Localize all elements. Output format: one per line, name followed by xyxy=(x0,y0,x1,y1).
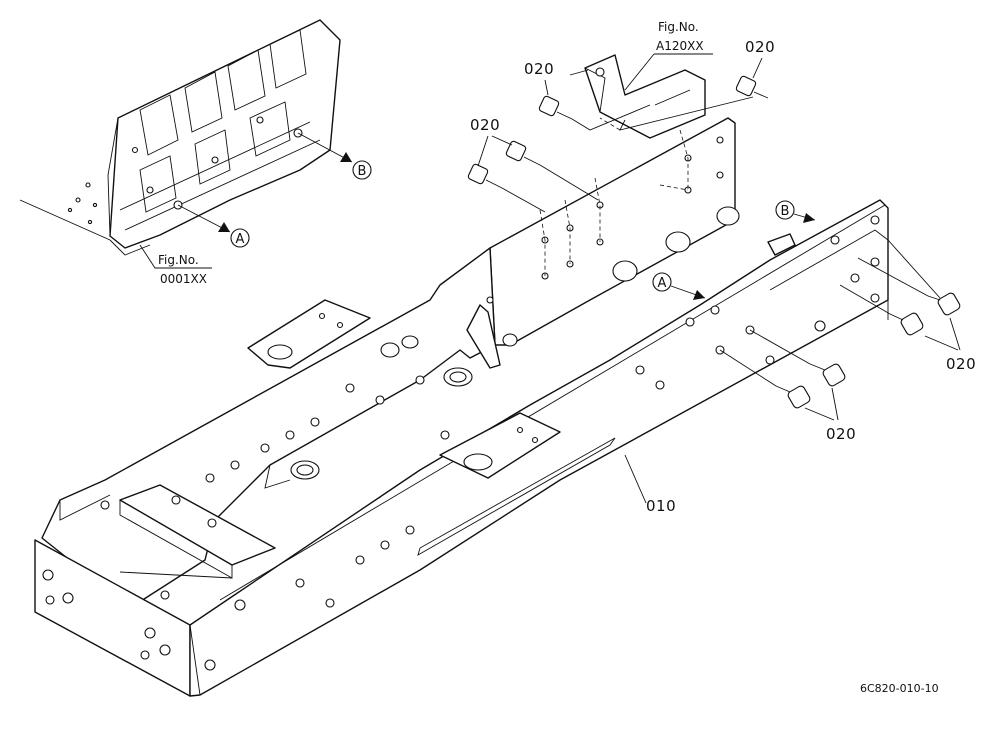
bolt-left-upper-icon xyxy=(505,140,599,201)
bolt-top-right-icon xyxy=(599,75,769,131)
bolt-left-lower-icon xyxy=(467,163,546,213)
drawing-code: 6C820-010-10 xyxy=(860,682,939,695)
bolt-right-lower-a-icon xyxy=(749,329,846,387)
marker-b-right: B xyxy=(775,200,816,223)
reference-top-line2: A120XX xyxy=(656,39,704,53)
bolt-right-lower-b-icon xyxy=(719,349,811,409)
main-frame xyxy=(34,117,889,697)
bolt-right-upper-b-icon xyxy=(839,284,924,336)
bracket-a120xx xyxy=(569,54,706,139)
callout-020-right-lower: 020 xyxy=(826,425,856,443)
callout-020-right-upper: 020 xyxy=(946,355,976,373)
marker-a-right: A xyxy=(652,272,706,300)
callout-020-top-mid: 020 xyxy=(524,60,554,78)
callout-020-left: 020 xyxy=(470,116,500,134)
marker-b-left-label: B xyxy=(358,164,367,179)
bolt-top-mid-icon xyxy=(538,95,651,131)
callout-020-top-right: 020 xyxy=(745,38,775,56)
marker-b-right-label: B xyxy=(781,204,790,219)
engine-block xyxy=(19,19,341,256)
marker-a-left: A xyxy=(177,204,250,248)
marker-a-right-label: A xyxy=(658,276,667,291)
bolt-right-upper-a-icon xyxy=(857,257,961,316)
reference-fig-0001xx: Fig.No. 0001XX xyxy=(139,244,212,286)
marker-b-left: B xyxy=(297,132,372,180)
reference-left-line2: 0001XX xyxy=(160,272,207,286)
marker-a-left-label: A xyxy=(236,232,245,247)
reference-top-line1: Fig.No. xyxy=(658,20,699,34)
callout-010-frame: 010 xyxy=(646,497,676,515)
reference-left-line1: Fig.No. xyxy=(158,253,199,267)
reference-fig-a120xx: Fig.No. A120XX xyxy=(624,20,713,91)
